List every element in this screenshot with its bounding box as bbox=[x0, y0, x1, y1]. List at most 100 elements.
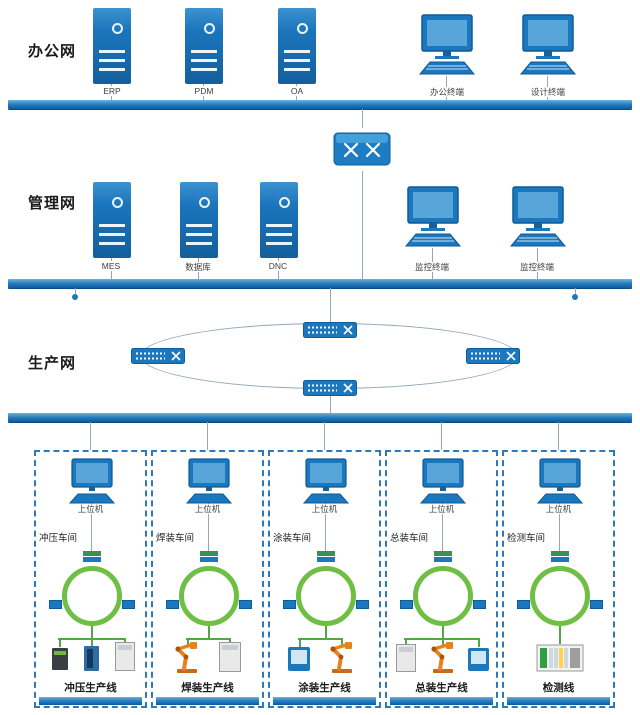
host-pc-icon bbox=[536, 458, 584, 504]
connector-line bbox=[559, 500, 560, 552]
host-pc-label: 上位机 bbox=[543, 504, 574, 514]
server-label-erp: ERP bbox=[101, 86, 123, 96]
host-pc-icon bbox=[68, 458, 116, 504]
hmi-panel-icon bbox=[288, 647, 310, 671]
workshop-box-testing: 上位机 检测车间 检测线 bbox=[502, 450, 615, 708]
connector-line bbox=[558, 422, 559, 458]
server-label-database: 数据库 bbox=[183, 262, 213, 272]
connector-line bbox=[442, 626, 444, 638]
connector-line bbox=[559, 626, 561, 644]
connector-line bbox=[478, 638, 480, 647]
production-line-label: 焊装生产线 bbox=[181, 682, 234, 694]
office-network-bus-bar bbox=[8, 100, 632, 109]
connector-line bbox=[325, 500, 326, 552]
ring-head-module-icon bbox=[317, 551, 335, 562]
production-line-label: 冲压生产线 bbox=[64, 682, 117, 694]
connector-line bbox=[298, 638, 343, 640]
connector-line bbox=[207, 422, 208, 458]
production-line-label: 总装生产线 bbox=[415, 682, 468, 694]
server-label-pdm: PDM bbox=[192, 86, 216, 96]
terminal-label-office: 办公终端 bbox=[427, 87, 466, 97]
ring-head-module-icon bbox=[200, 551, 218, 562]
cabinet-icon bbox=[219, 642, 241, 672]
connector-line bbox=[59, 638, 61, 647]
drop-node-dot bbox=[72, 294, 78, 300]
connector-line bbox=[75, 288, 76, 295]
workshop-box-welding: 上位机 焊装车间 焊装生产线 bbox=[151, 450, 264, 708]
ring-switch-icon-left bbox=[131, 348, 185, 364]
workshop-ring bbox=[296, 566, 356, 626]
management-network-label: 管理网 bbox=[28, 195, 77, 212]
line-bus-bar bbox=[390, 697, 493, 705]
ring-switch-icon-right bbox=[466, 348, 520, 364]
workstation-icon-design bbox=[519, 14, 577, 75]
connector-line bbox=[362, 171, 363, 279]
drive-icon bbox=[84, 646, 99, 671]
connector-line bbox=[341, 638, 343, 647]
office-network-label: 办公网 bbox=[28, 43, 77, 60]
workshop-name: 冲压车间 bbox=[39, 533, 78, 544]
hmi-panel-icon bbox=[468, 648, 489, 671]
cabinet-icon bbox=[115, 642, 135, 671]
workshop-ring bbox=[530, 566, 590, 626]
plc-rack-icon bbox=[536, 644, 584, 672]
robot-icon bbox=[330, 642, 352, 673]
connector-line bbox=[405, 638, 407, 647]
host-pc-label: 上位机 bbox=[426, 504, 457, 514]
connector-line bbox=[208, 500, 209, 552]
server-icon-database bbox=[180, 182, 218, 258]
line-bus-bar bbox=[507, 697, 610, 705]
host-pc-icon bbox=[185, 458, 233, 504]
ring-node-icon bbox=[283, 600, 296, 609]
core-switch-icon bbox=[333, 132, 391, 166]
server-icon-dnc bbox=[260, 182, 298, 258]
connector-line bbox=[442, 500, 443, 552]
cabinet-icon bbox=[396, 644, 416, 672]
ring-node-icon bbox=[400, 600, 413, 609]
workshop-ring bbox=[413, 566, 473, 626]
workshop-name: 检测车间 bbox=[507, 533, 546, 544]
production-line-label: 涂装生产线 bbox=[298, 682, 351, 694]
host-pc-icon bbox=[302, 458, 350, 504]
ring-head-module-icon bbox=[83, 551, 101, 562]
server-icon-mes bbox=[93, 182, 131, 258]
workshop-box-painting: 上位机 涂装车间 涂装生产线 bbox=[268, 450, 381, 708]
ring-node-icon bbox=[239, 600, 252, 609]
terminal-label-monitor-1: 监控终端 bbox=[412, 262, 451, 272]
server-icon-pdm bbox=[185, 8, 223, 84]
robot-icon bbox=[175, 642, 197, 673]
host-pc-label: 上位机 bbox=[192, 504, 223, 514]
workshop-ring bbox=[179, 566, 239, 626]
workshop-name: 涂装车间 bbox=[273, 533, 312, 544]
connector-line bbox=[330, 396, 331, 413]
connector-line bbox=[324, 422, 325, 458]
workstation-icon-monitor-1 bbox=[404, 186, 462, 247]
ring-node-icon bbox=[590, 600, 603, 609]
production-network-label: 生产网 bbox=[28, 355, 77, 372]
workshop-box-assembly: 上位机 总装车间 总装生产线 bbox=[385, 450, 498, 708]
ring-node-icon bbox=[517, 600, 530, 609]
connector-line bbox=[91, 626, 93, 638]
robot-icon bbox=[431, 642, 453, 673]
server-label-mes: MES bbox=[99, 261, 123, 271]
line-bus-bar bbox=[39, 697, 142, 705]
ring-node-icon bbox=[49, 600, 62, 609]
ring-node-icon bbox=[122, 600, 135, 609]
workshop-box-stamping: 上位机 冲压车间 冲压生产线 bbox=[34, 450, 147, 708]
connector-line bbox=[330, 288, 331, 322]
connector-line bbox=[208, 626, 210, 638]
connector-line bbox=[325, 626, 327, 638]
workshop-name: 焊装车间 bbox=[156, 533, 195, 544]
host-pc-label: 上位机 bbox=[309, 504, 340, 514]
connector-line bbox=[362, 109, 363, 128]
ring-node-icon bbox=[356, 600, 369, 609]
terminal-label-design: 设计终端 bbox=[528, 87, 567, 97]
ring-head-module-icon bbox=[434, 551, 452, 562]
production-network-bus-bar bbox=[8, 413, 632, 422]
management-network-bus-bar bbox=[8, 279, 632, 288]
ring-switch-icon-bottom bbox=[303, 380, 357, 396]
host-pc-icon bbox=[419, 458, 467, 504]
ring-node-icon bbox=[473, 600, 486, 609]
ring-node-icon bbox=[166, 600, 179, 609]
